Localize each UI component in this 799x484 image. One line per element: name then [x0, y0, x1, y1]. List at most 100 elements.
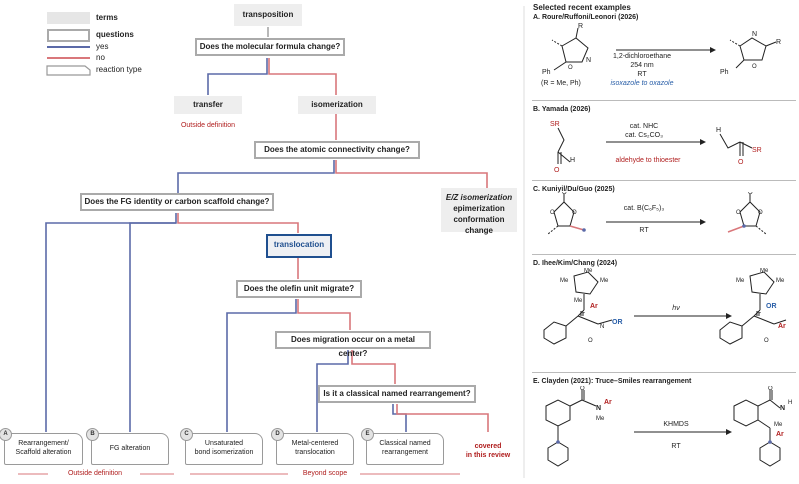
svg-text:O: O [768, 386, 773, 392]
leaf-d-metal-centered: Metal-centered translocation [276, 433, 354, 465]
svg-text:OR: OR [612, 319, 623, 326]
svg-text:N: N [752, 31, 757, 38]
leaf-c-line-1: Unsaturated [204, 440, 244, 447]
example-b-cond-1: cat. NHC [629, 123, 659, 130]
svg-text:N: N [780, 405, 785, 412]
branch-named-yes [392, 404, 407, 432]
leaf-a-line-1: Rearrangement/ [18, 440, 69, 447]
outside-definition-bottom: Outside definition [67, 470, 123, 477]
svg-text:O: O [568, 65, 573, 71]
leaf-a-line-2: Scaffold alteration [15, 449, 72, 456]
leaf-c-unsaturated: Unsaturated bond isomerization [185, 433, 263, 465]
svg-text:Me: Me [776, 278, 785, 284]
svg-text:Ar: Ar [778, 323, 786, 330]
covered-in-review: covered in this review [452, 442, 524, 460]
covered-line-2: in this review [465, 452, 511, 459]
svg-text:Me: Me [774, 422, 783, 428]
svg-text:Ir: Ir [580, 311, 585, 318]
leaf-e-line-1: Classical named [379, 440, 431, 447]
separator-b [532, 180, 796, 181]
question-named-rearrangement: Is it a classical named rearrangement? [318, 385, 476, 403]
svg-text:O: O [550, 210, 555, 216]
legend-no-label: no [96, 53, 105, 62]
leaf-d-badge: D [271, 428, 284, 441]
leaf-d-line-1: Metal-centered [291, 440, 339, 447]
svg-text:H: H [788, 400, 792, 406]
branch-formula-no [268, 58, 337, 95]
svg-text:N: N [600, 324, 604, 330]
svg-text:Me: Me [560, 278, 569, 284]
example-d-scheme: Me Me Me Me Ir Ar OR N O Me Me Me Ir OR … [543, 268, 787, 345]
carbonate-product [727, 194, 767, 235]
aldehyde-structure [557, 127, 571, 164]
svg-text:Me: Me [600, 278, 609, 284]
svg-text:H: H [570, 157, 575, 164]
node-transposition: transposition [234, 4, 302, 26]
question-molecular-formula: Does the molecular formula change? [195, 38, 345, 56]
ez-line-2: epimerization [453, 204, 505, 213]
leaf-c-line-2: bond isomerization [194, 449, 254, 456]
ez-line-3: conformation change [453, 215, 505, 235]
ir-complex-reactant [543, 271, 613, 345]
node-transfer: transfer [174, 96, 242, 114]
svg-text:O: O [758, 210, 763, 216]
branch-metal-yes [316, 350, 349, 432]
svg-text:O: O [764, 338, 769, 344]
svg-text:N: N [586, 57, 591, 64]
legend-reaction-type-shape [46, 65, 91, 76]
svg-text:Me: Me [760, 268, 769, 274]
svg-text:Ir: Ir [756, 311, 761, 318]
leaf-e-badge: E [361, 428, 374, 441]
branch-connectivity-no [335, 160, 488, 190]
question-atomic-connectivity: Does the atomic connectivity change? [254, 141, 420, 159]
svg-text:Ph: Ph [542, 69, 551, 76]
branch-olefin-yes [226, 299, 297, 432]
branch-olefin-no [297, 299, 351, 330]
svg-text:SR: SR [550, 121, 560, 128]
node-translocation: translocation [266, 234, 332, 258]
branch-metal-no [351, 350, 396, 384]
example-a-note: isoxazole to oxazole [610, 80, 674, 87]
example-e-title: E. Clayden (2021): Truce–Smiles rearrang… [533, 378, 692, 385]
example-b-scheme: SR O H H O SR [550, 121, 762, 174]
svg-text:Ar: Ar [590, 303, 598, 310]
truce-smiles-product [733, 390, 781, 467]
example-a-cond-3: RT [637, 71, 647, 78]
legend-terms-swatch [47, 12, 90, 24]
legend-yes-label: yes [96, 42, 109, 51]
svg-text:OR: OR [766, 303, 777, 310]
carbonate-reactant [547, 194, 585, 235]
leaf-a-badge: A [0, 428, 12, 441]
example-a-conditions: 1,2-dichloroethane 254 nm RT isoxazole t… [596, 52, 688, 88]
example-e-scheme: O N Ar Me O N H Me Ar [545, 386, 792, 467]
question-metal-center: Does migration occur on a metal center? [275, 331, 431, 358]
example-d-title: D. Ihee/Kim/Chang (2024) [533, 260, 618, 267]
svg-text:O: O [554, 167, 560, 174]
svg-text:O: O [572, 210, 577, 216]
svg-text:Me: Me [584, 268, 593, 274]
svg-text:Me: Me [574, 298, 583, 304]
example-a-title: A. Roure/Ruffoni/Leonori (2026) [533, 14, 639, 21]
svg-text:O: O [588, 338, 593, 344]
example-e-cond-1: KHMDS [663, 421, 689, 428]
example-a-scheme: R N O Ph N R O Ph [542, 23, 781, 76]
example-b-title: B. Yamada (2026) [533, 106, 591, 113]
oxazole-structure [729, 37, 777, 69]
ez-line-1: E/Z isomerization [445, 193, 513, 202]
covered-line-1: covered [474, 443, 502, 450]
separator-a [532, 100, 796, 101]
branch-formula-yes [207, 58, 268, 95]
example-b-cond-2: cat. Cs₂CO₃ [625, 132, 663, 139]
question-fg-scaffold: Does the FG identity or carbon scaffold … [80, 193, 274, 211]
question-olefin-migrate: Does the olefin unit migrate? [236, 280, 362, 298]
leaf-e-classical-named: Classical named rearrangement [366, 433, 444, 465]
legend-terms-label: terms [96, 13, 118, 22]
example-b-note: aldehyde to thioester [615, 157, 681, 164]
branch-fg-yes-b [129, 222, 176, 432]
example-a-r-note: (R = Me, Ph) [541, 80, 581, 87]
svg-text:R: R [578, 23, 583, 30]
example-a-cond-1: 1,2-dichloroethane [613, 53, 671, 60]
svg-text:Me: Me [736, 278, 745, 284]
outside-definition-transfer: Outside definition [180, 122, 236, 129]
